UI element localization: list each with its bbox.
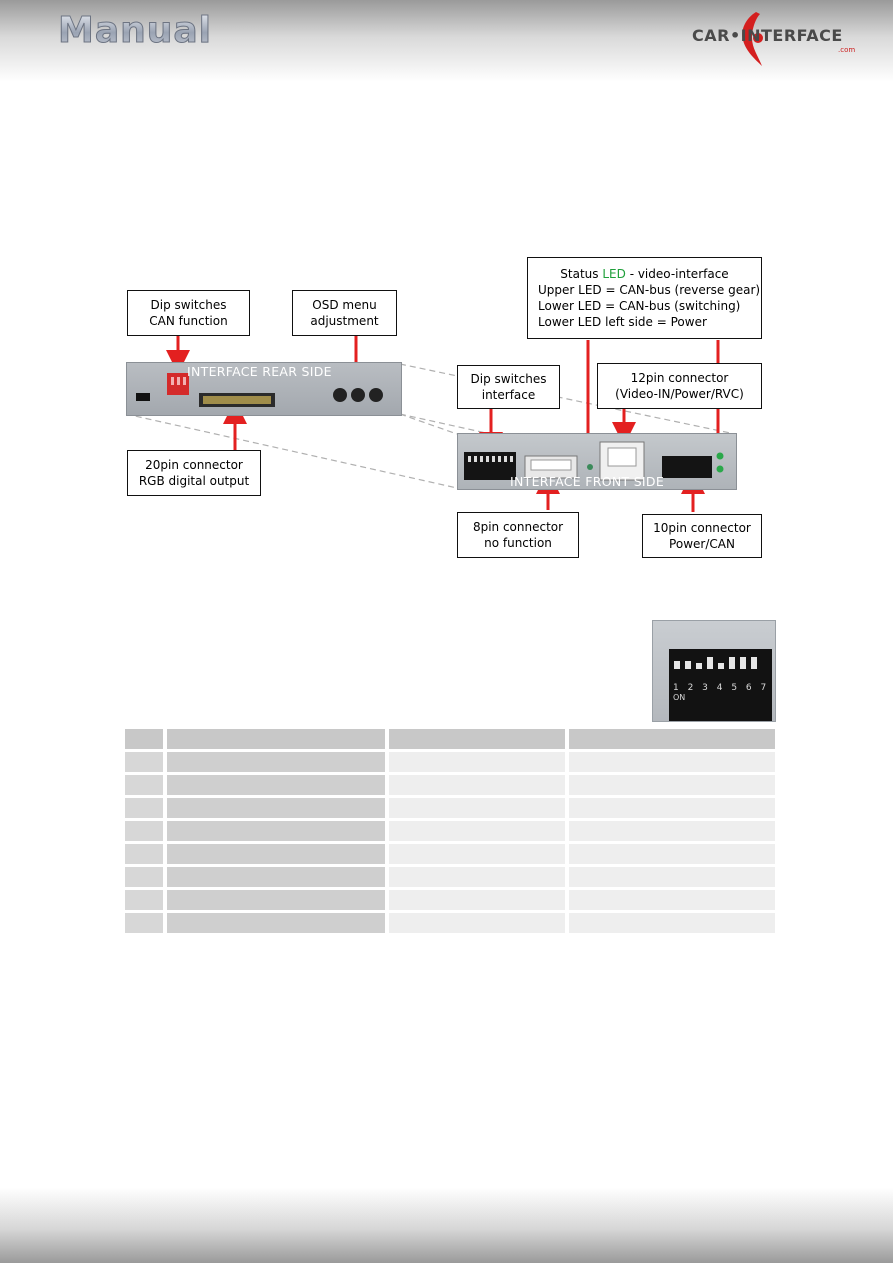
callout-line: Power/CAN [669,537,735,551]
callout-osd: OSD menu adjustment [292,290,397,336]
table-row [125,867,775,887]
footer-band [0,1188,893,1263]
callout-line: RGB digital output [138,474,250,488]
dip-switch-table [121,726,779,936]
callout-line: OSD menu [312,298,377,312]
table-row [125,775,775,795]
front-components-icon [464,441,724,481]
callout-dip-can: Dip switches CAN function [127,290,250,336]
callout-line: adjustment [310,314,379,328]
callout-line: 8pin connector [472,520,564,534]
status-led-title: Status LED - video-interface [560,267,729,281]
callout-12pin: 12pin connector (Video-IN/Power/RVC) [597,363,762,409]
callout-8pin: 8pin connector no function [457,512,579,558]
logo-text: CAR•INTERFACE [692,26,843,45]
callout-line: interface [481,388,536,402]
dip-switch-levers-icon [674,657,757,669]
callout-20pin: 20pin connector RGB digital output [127,450,261,496]
table-row [125,844,775,864]
table-row [125,913,775,933]
table-row [125,890,775,910]
dip-switch-block: 1 2 3 4 5 6 7 8 ON [669,649,775,721]
front-side-label: INTERFACE FRONT SIDE [510,474,665,489]
rear-components-icon [136,373,383,407]
callout-line: no function [484,536,552,550]
callout-line: Lower LED left side = Power [538,315,707,329]
callout-line: 10pin connector [653,521,751,535]
logo-swoosh-icon [742,12,763,66]
callout-line: 12pin connector [630,371,729,385]
callout-dip-interface: Dip switches interface [457,365,560,409]
dip-switch-photo: 1 2 3 4 5 6 7 8 ON [652,620,776,722]
logo-com: .com [838,46,856,54]
callout-line: Lower LED = CAN-bus (switching) [538,299,741,313]
table-row [125,752,775,772]
callout-status-led: Status LED - video-interface Upper LED =… [527,257,762,339]
callout-line: Dip switches [470,372,547,386]
interface-rear-panel: INTERFACE REAR SIDE [126,362,402,416]
callout-10pin: 10pin connector Power/CAN [642,514,762,558]
car-interface-logo: CAR•INTERFACE .com [688,8,858,70]
table-header-row [125,729,775,749]
callout-line: 20pin connector [145,458,243,472]
callout-line: CAN function [149,314,228,328]
callout-line: (Video-IN/Power/RVC) [615,387,744,401]
table-row [125,798,775,818]
interface-front-panel: INTERFACE FRONT SIDE [457,433,737,490]
dip-numbers: 1 2 3 4 5 6 7 8 [673,683,776,693]
table-row [125,821,775,841]
callout-line: Dip switches [150,298,227,312]
led-green-word: LED [602,267,626,281]
rear-side-label: INTERFACE REAR SIDE [187,364,332,379]
manual-title: Manual [57,10,213,52]
callout-line: Upper LED = CAN-bus (reverse gear) [538,283,761,297]
dip-on-label: ON [673,693,686,702]
